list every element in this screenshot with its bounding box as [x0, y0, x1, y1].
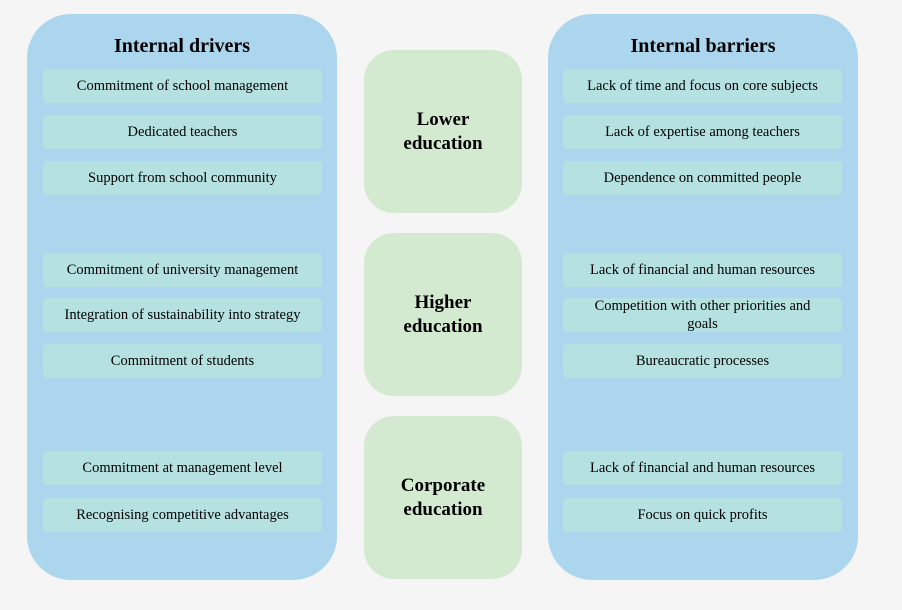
barrier-item: Bureaucratic processes: [563, 344, 842, 378]
barrier-item: Competition with other priorities and go…: [563, 298, 842, 332]
driver-item: Integration of sustainability into strat…: [43, 298, 322, 332]
driver-item: Support from school community: [43, 161, 322, 195]
driver-item: Commitment at management level: [43, 451, 322, 485]
barrier-item: Lack of financial and human resources: [563, 253, 842, 287]
internal-barriers-panel: Internal barriers: [548, 14, 858, 580]
level-higher-education: Higher education: [364, 233, 522, 396]
driver-item: Commitment of students: [43, 344, 322, 378]
internal-drivers-panel: Internal drivers: [27, 14, 337, 580]
driver-item: Dedicated teachers: [43, 115, 322, 149]
barrier-item: Lack of expertise among teachers: [563, 115, 842, 149]
driver-item: Recognising competitive advantages: [43, 498, 322, 532]
level-corporate-education: Corporate education: [364, 416, 522, 579]
barrier-item: Dependence on committed people: [563, 161, 842, 195]
barrier-item: Focus on quick profits: [563, 498, 842, 532]
internal-drivers-title: Internal drivers: [113, 35, 251, 57]
barrier-item: Lack of time and focus on core subjects: [563, 69, 842, 103]
internal-barriers-title: Internal barriers: [630, 35, 776, 57]
driver-item: Commitment of school management: [43, 69, 322, 103]
driver-item: Commitment of university management: [43, 253, 322, 287]
barrier-item: Lack of financial and human resources: [563, 451, 842, 485]
level-lower-education: Lower education: [364, 50, 522, 213]
